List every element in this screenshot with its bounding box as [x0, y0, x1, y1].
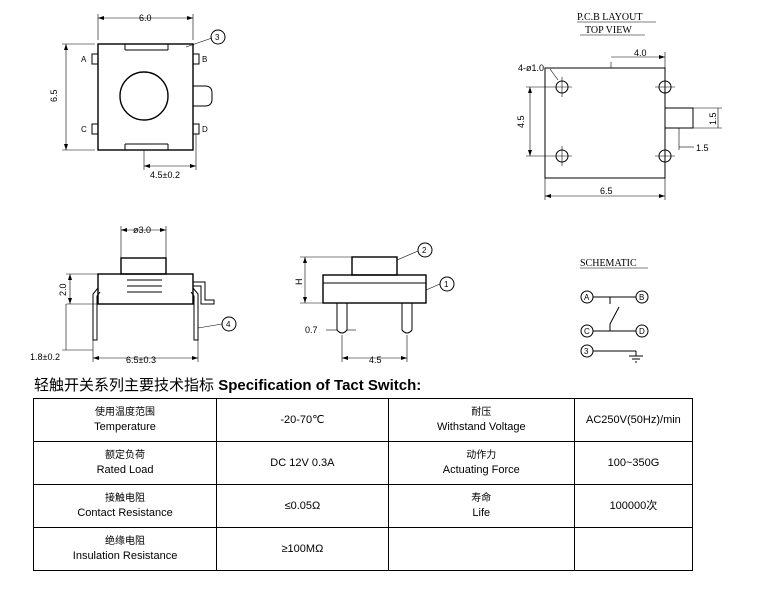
sch-node-a: A [584, 293, 590, 302]
spec-value: ≥100MΩ [216, 527, 389, 571]
param-cn: 接触电阻 [105, 493, 146, 504]
top-pin-c: C [81, 125, 87, 134]
pcb-width: 6.5 [600, 186, 613, 196]
schematic-title: SCHEMATIC [580, 258, 637, 269]
param-cn: 寿命 [471, 493, 492, 504]
front-width-dim: 6.5±0.3 [126, 355, 156, 365]
spec-param: 额定负荷 Rated Load [32, 441, 218, 485]
pcb-hole-dim: 4-ø1.0 [518, 63, 544, 73]
front-height-dim: 2.0 [58, 283, 68, 296]
spec-title-cn: 轻触开关系列主要技术指标 [34, 376, 215, 394]
side-height-dim: H [294, 279, 304, 286]
table-row: 额定负荷 Rated Load DC 12V 0.3A 动作力 Actuating … [32, 441, 694, 485]
spec-value: -20-70℃ [216, 398, 389, 442]
pcb-right-dim-b: 1.5 [696, 143, 709, 153]
spec-param: 耐压 Withstand Voltage [387, 398, 575, 442]
sch-node-c: C [584, 327, 590, 336]
front-callout: 4 [226, 320, 231, 329]
sch-node-d: D [639, 327, 645, 336]
param-cn: 耐压 [471, 407, 492, 418]
technical-drawing: 6.0 6.5 A B C D 4.5±0.2 [30, 12, 722, 365]
param-en: Contact Resistance [77, 507, 173, 519]
pcb-title: P.C.B LAYOUT [577, 12, 642, 23]
sch-node-b: B [639, 293, 644, 302]
param-en: Actuating Force [442, 464, 520, 476]
top-width-dim: 6.0 [139, 13, 152, 23]
param-cn: 动作力 [466, 450, 497, 461]
schematic: SCHEMATIC A B C D 3 [580, 258, 649, 363]
param-en: Withstand Voltage [436, 421, 526, 433]
spec-table: 使用温度范围 Temperature -20-70℃ 耐压 Withstand Vo… [32, 398, 694, 571]
pcb-layout: P.C.B LAYOUT TOP VIEW 4-ø1.0 4.0 4.5 [516, 12, 722, 200]
side-callout-b: 1 [444, 280, 449, 289]
top-pin-d: D [202, 125, 208, 134]
table-row: 使用温度范围 Temperature -20-70℃ 耐压 Withstand Vo… [32, 398, 694, 442]
param-cn: 绝缘电阻 [105, 536, 146, 547]
param-cn: 额定负荷 [105, 450, 146, 461]
spec-value: 100~350G [573, 441, 694, 485]
front-button-dim: ø3.0 [133, 225, 151, 235]
spec-value [573, 527, 694, 571]
top-pin-b: B [202, 55, 207, 64]
top-height-dim: 6.5 [49, 89, 59, 102]
spec-param: 动作力 Actuating Force [387, 441, 575, 485]
pcb-x-pitch: 4.0 [634, 48, 647, 58]
spec-title-en: Specification of Tact Switch: [218, 377, 422, 394]
side-pitch-dim: 4.5 [369, 355, 382, 365]
top-pin-a: A [81, 55, 87, 64]
spec-value: DC 12V 0.3A [216, 441, 389, 485]
front-lead-dim: 1.8±0.2 [30, 352, 60, 362]
param-cn: 使用温度范围 [95, 407, 156, 418]
spec-param [387, 527, 575, 571]
side-lead-dim: 0.7 [305, 325, 318, 335]
spec-value: 100000次 [573, 484, 694, 528]
spec-title: 轻触开关系列主要技术指标 Specification of Tact Switc… [34, 374, 421, 395]
spec-param: 绝缘电阻 Insulation Resistance [32, 527, 218, 571]
spec-param: 使用温度范围 Temperature [32, 398, 218, 442]
param-en: Insulation Resistance [72, 550, 178, 562]
sch-node-ground: 3 [584, 347, 589, 356]
pcb-y-pitch: 4.5 [516, 115, 526, 128]
pcb-right-dim-a: 1.5 [708, 112, 718, 125]
param-en: Temperature [94, 421, 156, 433]
param-en: Life [472, 507, 491, 519]
side-callout-a: 2 [422, 246, 427, 255]
table-row: 绝缘电阻 Insulation Resistance ≥100MΩ [32, 527, 694, 571]
side-view: H 0.7 4.5 2 1 [294, 242, 455, 365]
param-en: Rated Load [96, 464, 154, 476]
top-view: 6.0 6.5 A B C D 4.5±0.2 [49, 13, 226, 180]
pcb-subtitle: TOP VIEW [585, 25, 632, 36]
spec-param: 寿命 Life [387, 484, 575, 528]
spec-value: AC250V(50Hz)/min [573, 398, 694, 442]
spec-value: ≤0.05Ω [216, 484, 389, 528]
top-pitch-dim: 4.5±0.2 [150, 170, 180, 180]
top-callout: 3 [215, 33, 220, 42]
spec-param: 接触电阻 Contact Resistance [32, 484, 218, 528]
table-row: 接触电阻 Contact Resistance ≤0.05Ω 寿命 Life 100… [32, 484, 694, 528]
front-view: ø3.0 2.0 1.8±0.2 6.5±0.3 4 [30, 225, 237, 365]
